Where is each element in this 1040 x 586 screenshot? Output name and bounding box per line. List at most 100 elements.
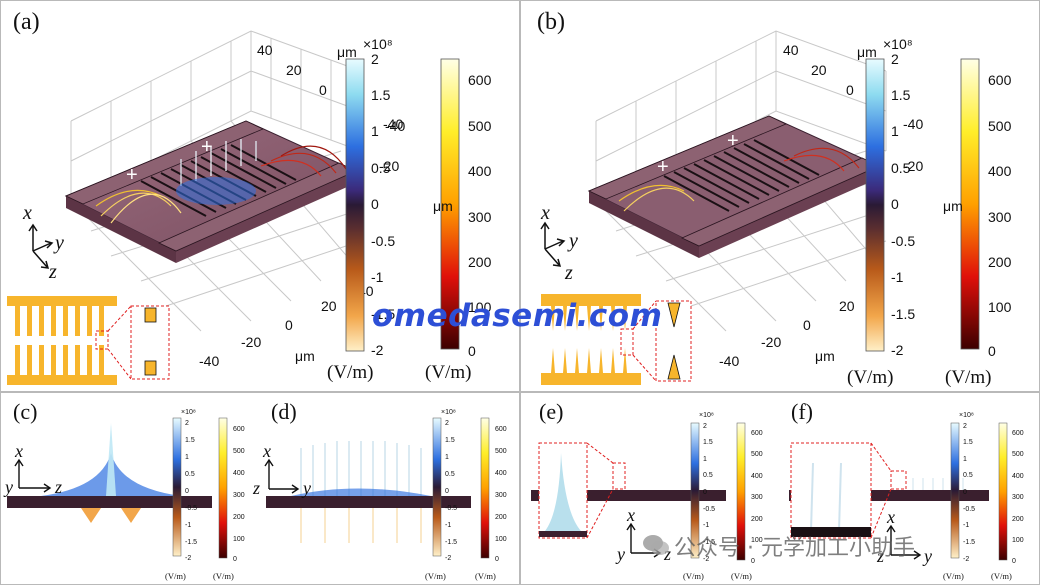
mu-tick-b: 1 [891,123,899,139]
substrate-d [266,496,471,508]
tick-20-bottom: 20 [321,298,337,314]
e-e-tick: 400 [751,473,763,480]
mu-cb-unit: (V/m) [327,362,373,383]
mu-side-label-b: μm [943,198,963,214]
fingers-b [663,139,820,212]
minus-sign-2: - [289,218,296,240]
plus-sign-b1: + [657,156,669,178]
f-mu-tick: 1.5 [963,439,973,446]
c-mu-tick: -1 [185,522,191,529]
mu-cb-unit-b: (V/m) [847,367,893,388]
mu-tick-b: -2 [891,342,904,358]
d-e-tick: 100 [495,536,507,543]
mu-tick: 2 [371,51,379,67]
e-tick-b: 0 [988,343,996,359]
f-e-tick: 0 [1012,558,1016,565]
c-exp: ×10⁸ [181,409,196,416]
panel-label-d: (d) [271,399,297,424]
d-mu-tick: 1.5 [445,437,455,444]
inset-electrodes-a [7,296,170,385]
e-tick: 100 [468,299,492,315]
triad-d-y: y [301,478,311,498]
minus-sign-b2: - [807,212,814,234]
panel-label-e: (e) [539,399,564,424]
triad-x-b: x [540,202,550,224]
d-mu-unit: (V/m) [425,571,446,581]
panel-a: (a) [0,0,520,392]
watermark-wechat-text: 公众号 · 元学加工小助手 [674,536,915,561]
triad-y-b: y [567,230,578,252]
d-mu-tick: -1.5 [445,539,457,546]
e-mu-tick: 0.5 [703,472,713,479]
e-mu-tick: 2 [703,423,707,430]
c-mu-tick: 2 [185,420,189,427]
mu-label-bottom: μm [295,348,315,364]
e-tick: 200 [468,254,492,270]
e-mu-tick: 1.5 [703,439,713,446]
e-tick: 300 [468,209,492,225]
triad-c [14,458,52,493]
triad-c-y: y [3,477,13,497]
panel-cd-figure: x y z ×10⁸ 2 1.5 1 0.5 0 -0.5 -1 -1.5 -2… [3,409,507,581]
d-mu-tick: 2 [445,420,449,427]
e-mu-tick: 0 [703,489,707,496]
triad-f [886,524,922,560]
e-tick-b: 400 [988,163,1012,179]
colorbar-e-a: 600 500 400 300 200 100 0 (V/m) [425,58,492,383]
f-e-unit: (V/m) [991,571,1012,581]
triad-e-y: y [615,544,625,564]
axis-triad-b [540,221,566,267]
panel-b-figure: + + - - 40 20 0 -40 -20 20 0 -20 -40 μm … [540,30,1012,388]
d-e-tick: 400 [495,470,507,477]
field-lines-b [618,147,860,212]
triad-e-z: z [663,544,671,564]
e-tick-b: 500 [988,118,1012,134]
tick-0-bottom: 0 [285,317,293,333]
triad-c-z: z [54,477,62,497]
triad-e-x: x [626,505,635,525]
e-cb-unit: (V/m) [425,362,471,383]
triad-f-z: z [876,546,884,566]
d-mu-tick: 0 [445,488,449,495]
c-mu-tick: -0.5 [185,505,197,512]
e-tick-b: 200 [988,254,1012,270]
f-e-tick: 200 [1012,516,1024,523]
c-e-tick: 200 [233,514,245,521]
c-e-unit: (V/m) [213,571,234,581]
mu-cb-label-b: μm [857,44,877,60]
f-mu-tick: -2 [963,556,969,563]
e-tick: 0 [468,343,476,359]
panel-label-c: (c) [13,399,38,424]
tick-40-top: 40 [257,42,273,58]
e-mu-unit: (V/m) [683,571,704,581]
mu-tick: 1.5 [371,87,391,103]
f-exp: ×10⁸ [959,412,974,419]
f-e-tick: 600 [1012,430,1024,437]
triad-f-y: y [922,546,932,566]
d-mu-tick: -2 [445,555,451,562]
substrate-e [531,490,726,501]
c-mu-tick: -1.5 [185,539,197,546]
d-e-tick: 600 [495,426,507,433]
minus-sign-b1: - [743,239,750,261]
tick-m40-rightside: -40 [383,116,403,132]
mu-tick-b: 2 [891,51,899,67]
mu-tick-b: 0 [891,196,899,212]
mu-tick-b: -0.5 [891,233,915,249]
e-e-tick: 300 [751,494,763,501]
tick-b: -40 [903,116,923,132]
mu-tick: 0 [371,196,379,212]
panel-ef-figure: x y z ×10⁸ 2 1.5 1 0.5 0 -0.5 -1 -1.5 -2… [531,412,1024,581]
triad-f-x: x [886,507,895,527]
e-tick: 400 [468,163,492,179]
tick-b: 0 [803,317,811,333]
d-exp: ×10⁸ [441,409,456,416]
e-e-tick: 500 [751,451,763,458]
minus-sign-1: - [226,246,233,268]
zoom-box-f [790,442,872,539]
c-e-tick: 500 [233,448,245,455]
panel-label-f: (f) [791,399,813,424]
c-mu-tick: 0.5 [185,471,195,478]
mu-tick: 1 [371,123,379,139]
d-e-unit: (V/m) [475,571,496,581]
